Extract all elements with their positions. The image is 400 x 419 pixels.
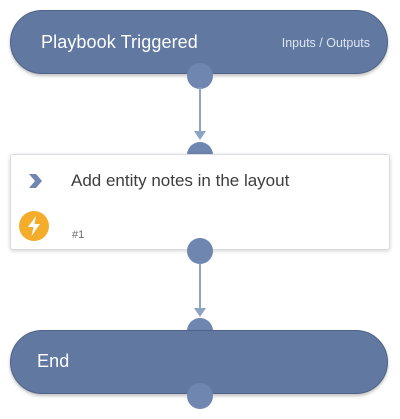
connector-arrowhead-1	[194, 131, 206, 140]
task-node-add-entity-notes[interactable]: Add entity notes in the layout #1	[10, 154, 390, 250]
connector-line-2	[199, 264, 201, 309]
trigger-node-title: Playbook Triggered	[41, 32, 198, 52]
task-id: #1	[72, 229, 85, 241]
inputs-outputs-link[interactable]: Inputs / Outputs	[281, 36, 370, 50]
connector-line-1	[199, 87, 201, 132]
end-node-title: End	[37, 351, 70, 371]
lightning-bolt-icon	[19, 211, 49, 241]
end-output-port[interactable]	[187, 383, 213, 409]
task-title: Add entity notes in the layout	[71, 171, 290, 190]
task-output-port[interactable]	[187, 238, 213, 264]
chevron-right-icon	[29, 174, 42, 188]
connector-arrowhead-2	[194, 308, 206, 317]
trigger-output-port[interactable]	[187, 63, 213, 89]
